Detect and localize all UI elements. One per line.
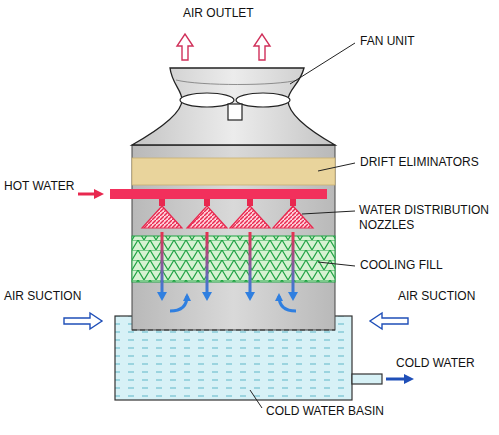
flow-arrows [157, 232, 298, 301]
air-rise-arrow [279, 296, 296, 311]
air-outlet-label: AIR OUTLET [183, 6, 254, 21]
leader-line [302, 211, 355, 214]
nozzle-stem [159, 199, 165, 206]
fan-housing [132, 68, 335, 145]
nozzles-label: WATER DISTRIBUTION NOZZLES [359, 203, 495, 233]
nozzle-group [142, 199, 313, 228]
leader-line [318, 163, 355, 171]
drift-eliminators-label: DRIFT ELIMINATORS [360, 155, 479, 170]
water-flow-arrow [161, 232, 164, 294]
fan-motor [228, 104, 242, 120]
nozzle-stem [204, 199, 210, 206]
spray-nozzle [230, 206, 270, 228]
cooling-fill-label: COOLING FILL [360, 258, 443, 273]
drift-eliminators [132, 158, 335, 185]
cold-water-arrow [386, 378, 410, 381]
air-suction-label: AIR SUCTION [398, 289, 475, 304]
spray-nozzle [273, 206, 313, 228]
water-surface [132, 330, 335, 331]
water-flow-arrow [249, 232, 252, 294]
spray-nozzle [187, 206, 227, 228]
cold-water-label: COLD WATER [396, 356, 475, 371]
nozzle-stem [290, 199, 296, 206]
hot-water-arrow [78, 193, 100, 196]
outlet-arrow [254, 34, 270, 60]
fan-blade [236, 93, 290, 107]
arrow-head [288, 292, 298, 301]
nozzle-stem [247, 199, 253, 206]
fan-blade [180, 93, 234, 107]
outlet-arrow [177, 34, 193, 60]
air-rise-arrow [170, 296, 187, 311]
arrow-head [202, 292, 212, 301]
basin-label: COLD WATER BASIN [266, 404, 384, 419]
water-flow-arrow [206, 232, 209, 294]
air-suction-label: AIR SUCTION [4, 289, 81, 304]
leader-line [290, 43, 355, 84]
arrow-head [245, 292, 255, 301]
arrow-head [157, 292, 167, 301]
hot-water-label: HOT WATER [4, 179, 74, 194]
suction-arrow [370, 313, 408, 329]
hot-water-pipe [110, 189, 327, 199]
suction-arrow [64, 313, 102, 329]
leader-line [318, 262, 355, 266]
leader-line [250, 390, 262, 408]
water-flow-arrow [292, 232, 295, 294]
fan-unit-label: FAN UNIT [360, 34, 415, 49]
spray-nozzle [142, 206, 182, 228]
tower-body [132, 145, 335, 330]
outlet-pipe [352, 374, 382, 384]
